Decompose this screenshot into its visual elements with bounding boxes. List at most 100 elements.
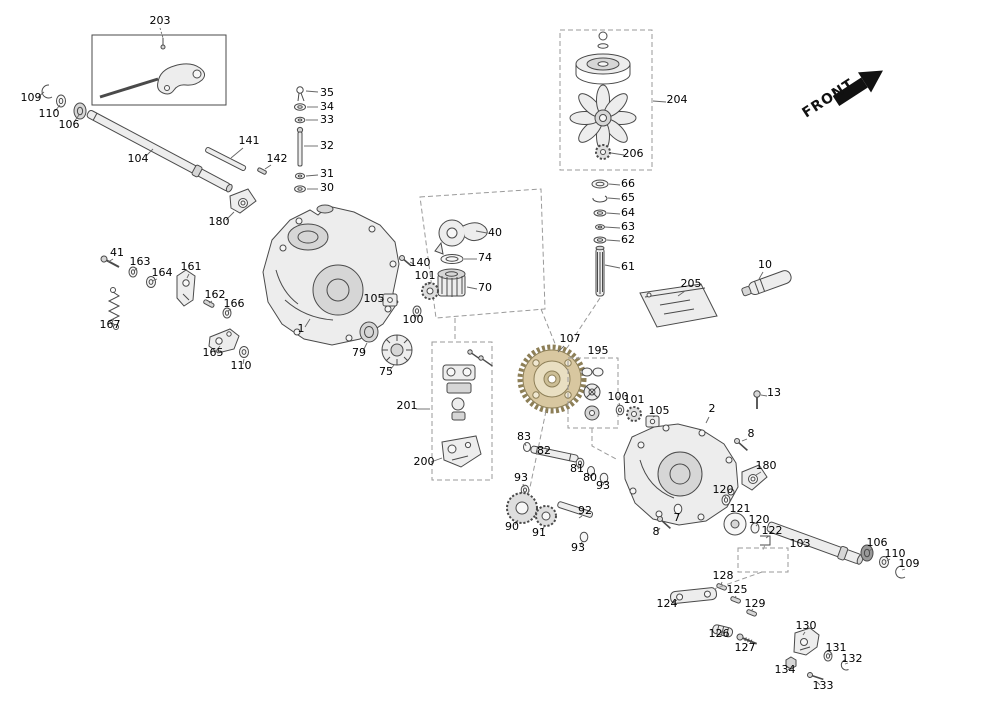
leader-line-120: [724, 495, 727, 499]
leader-line-162: [208, 300, 213, 304]
part-label-83: 83: [517, 430, 531, 443]
part-label-103: 103: [790, 537, 811, 550]
part-141-rod: [205, 146, 247, 172]
part-162-pin: [203, 299, 215, 308]
part-label-109: 109: [21, 91, 42, 104]
leader-line-140: [409, 261, 415, 265]
part-131-washer: [823, 650, 833, 662]
part-label-130: 130: [796, 619, 817, 632]
leader-line-40: [475, 230, 488, 234]
part-label-120: 120: [749, 513, 770, 526]
leader-line-106: [868, 548, 873, 552]
part-100-washer-b: [615, 404, 625, 416]
leader-line-1: [304, 318, 311, 328]
part-label-206: 206: [623, 147, 644, 160]
part-120-washer-a: [721, 494, 731, 506]
part-90-gear: [506, 492, 538, 524]
part-110-washer-b: [239, 346, 249, 358]
part-label-70: 70: [478, 281, 492, 294]
part-125-pin: [730, 596, 741, 604]
part-label-180: 180: [756, 459, 777, 472]
part-label-127: 127: [735, 641, 756, 654]
part-1-housing-upper: [262, 204, 400, 346]
part-label-121: 121: [730, 502, 751, 515]
part-label-100: 100: [608, 390, 629, 403]
part-label-2: 2: [709, 402, 716, 415]
leader-line-205: [677, 290, 686, 297]
part-30-washer: [294, 185, 306, 193]
part-92-shaft: [557, 501, 594, 518]
part-34-washer: [294, 103, 306, 111]
leader-line-8: [741, 438, 748, 442]
part-label-132: 132: [842, 652, 863, 665]
part-label-66: 66: [621, 177, 635, 190]
part-label-101: 101: [415, 269, 436, 282]
leader-line-66: [608, 183, 621, 186]
part-label-126: 126: [709, 627, 730, 640]
part-label-34: 34: [320, 100, 334, 113]
leader-line-83: [524, 442, 527, 447]
part-label-13: 13: [767, 386, 781, 399]
part-label-107: 107: [560, 332, 581, 345]
leader-line-161: [186, 273, 190, 279]
leader-line-180: [225, 211, 235, 221]
part-110-washer-a: [56, 94, 66, 108]
part-31-washer: [294, 172, 306, 180]
part-66-washer: [591, 179, 609, 189]
part-132-ring: [840, 659, 849, 671]
leader-line-93: [522, 483, 525, 488]
part-label-63: 63: [621, 220, 635, 233]
leader-line-80: [589, 474, 592, 479]
part-13-screw: [753, 390, 761, 409]
part-100-washer-a: [412, 305, 422, 317]
part-label-133: 133: [813, 679, 834, 692]
part-104-input-shaft: [86, 110, 233, 193]
part-label-81: 81: [570, 462, 584, 475]
leader-line-93: [579, 541, 583, 547]
part-label-203: 203: [150, 14, 171, 27]
part-121-disc: [723, 512, 747, 536]
part-label-201: 201: [397, 399, 418, 412]
part-labels: 2031091101061041411423534333231301804074…: [21, 14, 920, 692]
part-label-110: 110: [231, 359, 252, 372]
part-label-75: 75: [379, 365, 393, 378]
leader-line-165: [215, 345, 221, 352]
leader-line-142: [264, 164, 272, 170]
part-106-bearing-a: [73, 102, 87, 120]
leader-line-64: [606, 212, 621, 215]
leader-line-100: [414, 315, 417, 320]
part-32-rod: [296, 126, 304, 167]
part-195-pump-kit: [581, 367, 604, 421]
front-direction: FRONT: [799, 70, 883, 121]
leader-line-122: [765, 535, 770, 539]
part-label-7: 7: [674, 511, 681, 524]
part-133-screw: [807, 672, 824, 681]
leader-line-130: [802, 631, 806, 636]
leader-line-105: [652, 415, 657, 418]
leader-line-132: [844, 662, 849, 665]
assembly-connector-lines: [454, 297, 766, 590]
part-label-41: 41: [110, 246, 124, 259]
leader-line-82: [545, 448, 549, 452]
part-7-washer: [673, 503, 683, 515]
part-label-35: 35: [320, 86, 334, 99]
leader-line-13: [760, 394, 768, 397]
part-122-clip: [760, 535, 771, 546]
leader-line-167: [111, 317, 115, 324]
leader-line-128: [720, 581, 723, 586]
part-label-161: 161: [181, 260, 202, 273]
dashed-box-brake-group: [419, 188, 546, 319]
leader-line-105: [379, 298, 385, 301]
leader-line-106: [73, 114, 80, 123]
part-label-40: 40: [488, 226, 502, 239]
leader-line-92: [578, 515, 583, 519]
part-label-61: 61: [621, 260, 635, 273]
part-label-200: 200: [414, 455, 435, 468]
leader-line-129: [750, 608, 754, 612]
leader-line-200: [430, 457, 443, 463]
part-180-bracket-a: [229, 188, 257, 214]
part-label-204: 204: [667, 93, 688, 106]
part-label-104: 104: [128, 152, 149, 165]
leader-line-120: [755, 524, 758, 527]
leader-line-79: [362, 342, 368, 352]
